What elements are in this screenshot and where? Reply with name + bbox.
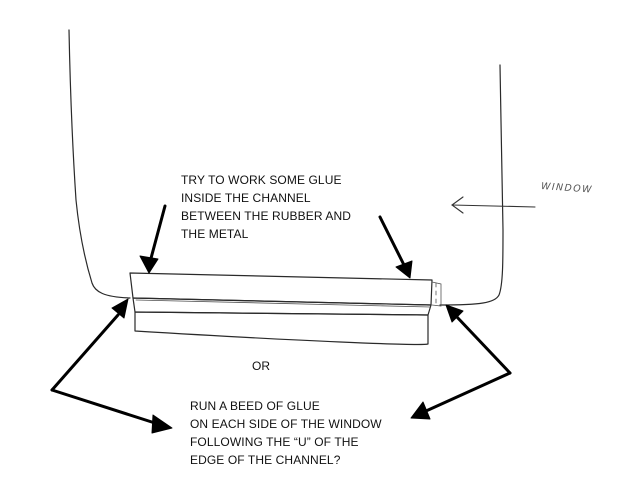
arrow-top-right-shaft (378, 215, 406, 267)
note-bottom-line-3: FOLLOWING THE “U” OF THE (190, 435, 359, 449)
note-bottom-line-2: ON EACH SIDE OF THE WINDOW (190, 417, 382, 431)
arrow-right-up-shaft (454, 314, 512, 375)
arrow-top-left-shaft (148, 204, 167, 264)
arrow-right-down-head (410, 401, 431, 420)
channel-top-band (129, 272, 433, 306)
arrow-left-up-head (111, 298, 129, 319)
arrow-left-down-shaft (50, 388, 160, 426)
or-label: OR (252, 359, 271, 373)
note-bottom-line-1: RUN A BEED OF GLUE (190, 399, 320, 413)
arrow-top-left-head (139, 255, 159, 274)
window-pointer-arrow (451, 204, 536, 208)
window-pointer-arrowhead (451, 196, 464, 214)
channel-inner-line (135, 299, 431, 308)
instruction-glue-inside-channel: TRY TO WORK SOME GLUE INSIDE THE CHANNEL… (181, 171, 351, 243)
note-top-line-2: INSIDE THE CHANNEL (181, 191, 311, 205)
arrow-left-up-shaft (50, 313, 120, 392)
note-top-line-1: TRY TO WORK SOME GLUE (181, 173, 342, 187)
note-bottom-line-4: EDGE OF THE CHANNEL? (190, 453, 341, 467)
channel-bottom-band (134, 311, 429, 346)
arrow-top-right-head (395, 260, 413, 279)
channel-right-cap (431, 281, 442, 307)
note-top-line-3: BETWEEN THE RUBBER AND (181, 209, 352, 223)
window-outline (68, 29, 131, 299)
arrow-right-down-shaft (424, 371, 512, 413)
note-top-line-4: THE METAL (181, 227, 249, 241)
instruction-bead-of-glue: RUN A BEED OF GLUE ON EACH SIDE OF THE W… (190, 397, 382, 469)
arrow-left-down-head (151, 414, 173, 434)
arrow-right-up-head (445, 304, 464, 323)
window-outline-right (439, 64, 504, 306)
